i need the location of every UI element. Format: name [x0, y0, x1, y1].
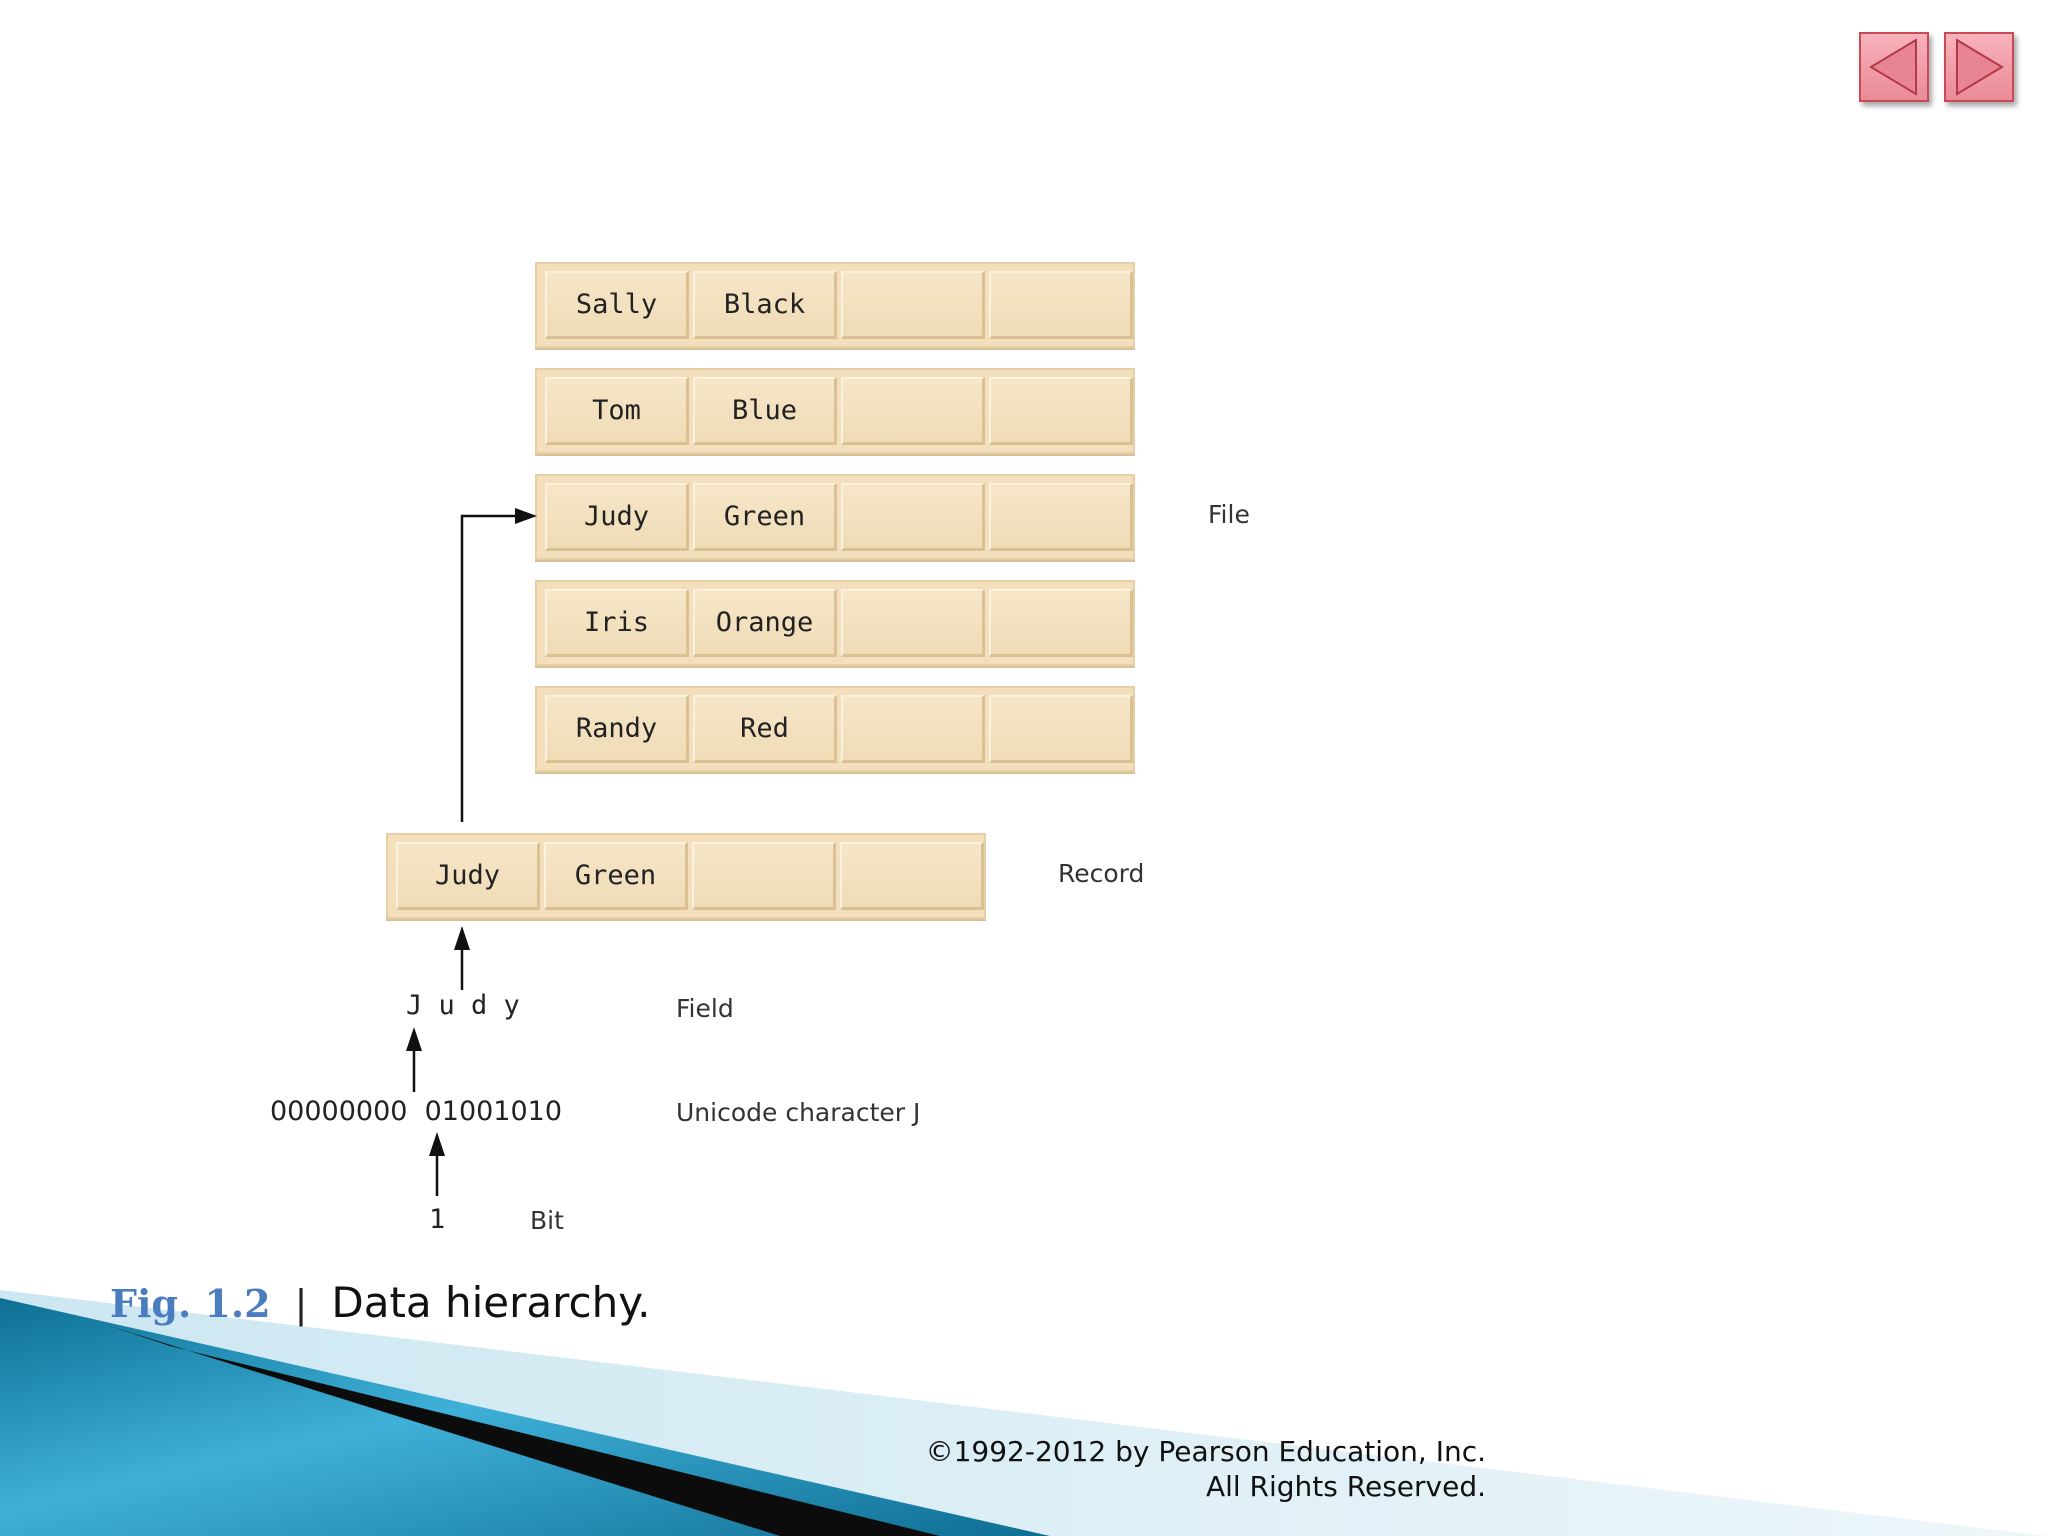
- empty-field: [840, 842, 984, 910]
- previous-slide-button[interactable]: [1859, 32, 1929, 102]
- bit-label: Bit: [530, 1206, 564, 1235]
- empty-field: [989, 271, 1133, 339]
- file-record-row: Tom Blue: [535, 368, 1135, 454]
- file-record-row: Iris Orange: [535, 580, 1135, 666]
- empty-field: [692, 842, 836, 910]
- field-value: J u d y: [406, 990, 520, 1021]
- empty-field: [989, 695, 1133, 763]
- triangle-right-icon: [1956, 38, 2004, 96]
- first-name-field: Judy: [545, 483, 689, 551]
- empty-field: [989, 483, 1133, 551]
- file-record-row: Sally Black: [535, 262, 1135, 348]
- file-record-row: Randy Red: [535, 686, 1135, 772]
- character-label: Unicode character J: [676, 1098, 921, 1127]
- last-name-field: Blue: [693, 377, 837, 445]
- empty-field: [841, 695, 985, 763]
- first-name-field: Sally: [545, 271, 689, 339]
- empty-field: [841, 377, 985, 445]
- field-label: Field: [676, 994, 734, 1023]
- arrowhead-icon: [454, 926, 470, 950]
- copyright-line: ©1992-2012 by Pearson Education, Inc.: [925, 1435, 1486, 1468]
- figure-number: Fig. 1.2: [110, 1281, 271, 1326]
- first-name-field: Randy: [545, 695, 689, 763]
- last-name-field: Orange: [693, 589, 837, 657]
- record-to-file-arrow: [460, 514, 527, 822]
- record-label: Record: [1058, 859, 1145, 888]
- last-name-field: Green: [544, 842, 688, 910]
- empty-field: [841, 271, 985, 339]
- empty-field: [841, 589, 985, 657]
- last-name-field: Black: [693, 271, 837, 339]
- empty-field: [989, 377, 1133, 445]
- figure-title: Data hierarchy.: [331, 1278, 651, 1327]
- next-slide-button[interactable]: [1944, 32, 2014, 102]
- arrowhead-icon: [515, 508, 537, 524]
- first-name-field: Iris: [545, 589, 689, 657]
- triangle-left-icon: [1869, 38, 1917, 96]
- file-record-row: Judy Green: [535, 474, 1135, 560]
- file-label: File: [1208, 500, 1250, 529]
- first-name-field: Judy: [396, 842, 540, 910]
- last-name-field: Green: [693, 483, 837, 551]
- caption-separator: |: [294, 1282, 308, 1326]
- arrowhead-icon: [406, 1027, 422, 1051]
- empty-field: [841, 483, 985, 551]
- figure-caption: Fig. 1.2 | Data hierarchy.: [110, 1278, 650, 1327]
- empty-field: [989, 589, 1133, 657]
- record-row: Judy Green: [386, 833, 986, 919]
- copyright-notice: ©1992-2012 by Pearson Education, Inc. Al…: [880, 1434, 1486, 1504]
- first-name-field: Tom: [545, 377, 689, 445]
- character-bits: 00000000 01001010: [270, 1096, 563, 1127]
- last-name-field: Red: [693, 695, 837, 763]
- arrowhead-icon: [429, 1132, 445, 1156]
- bit-value: 1: [429, 1204, 446, 1235]
- rights-line: All Rights Reserved.: [1205, 1470, 1486, 1503]
